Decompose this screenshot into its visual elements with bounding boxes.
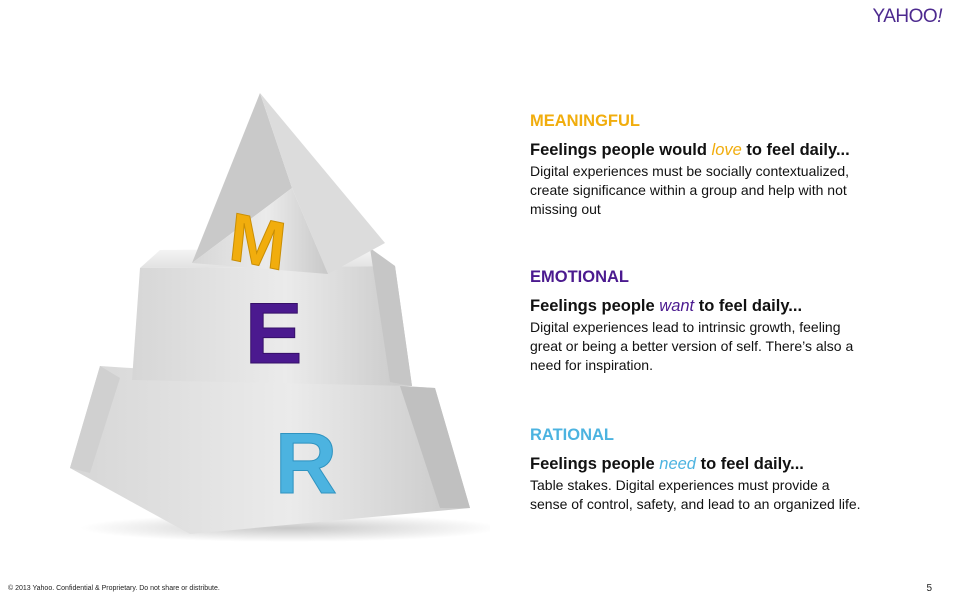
pyramid-letter-r: R	[275, 416, 337, 512]
section-body: Digital experiences lead to intrinsic gr…	[530, 319, 854, 373]
mer-pyramid-illustration: M E R	[70, 93, 490, 542]
section-rational: RATIONAL Feelings people need to feel da…	[530, 426, 930, 514]
pyramid-bottom-block	[70, 366, 470, 534]
page-number: 5	[926, 583, 932, 594]
pyramid-top-block	[192, 93, 385, 274]
pyramid-letter-e: E	[245, 286, 302, 382]
section-title: MEANINGFUL	[530, 112, 640, 130]
section-meaningful: MEANINGFUL Feelings people would love to…	[530, 112, 930, 219]
pyramid-letter-m: M	[226, 198, 290, 285]
keyword-need: need	[659, 455, 696, 473]
section-title: EMOTIONAL	[530, 268, 629, 286]
section-title: RATIONAL	[530, 426, 615, 444]
keyword-want: want	[659, 297, 695, 315]
section-headline: Feelings people would love to feel daily…	[530, 141, 850, 159]
section-body: Table stakes. Digital experiences must p…	[530, 477, 861, 512]
keyword-love: love	[711, 141, 742, 159]
section-body: Digital experiences must be socially con…	[530, 163, 850, 217]
section-headline: Feelings people need to feel daily...	[530, 455, 804, 473]
section-headline: Feelings people want to feel daily...	[530, 297, 803, 315]
yahoo-logo: YAHOO!	[872, 6, 943, 27]
copyright-footer: © 2013 Yahoo. Confidential & Proprietary…	[8, 585, 220, 592]
section-emotional: EMOTIONAL Feelings people want to feel d…	[530, 268, 930, 375]
